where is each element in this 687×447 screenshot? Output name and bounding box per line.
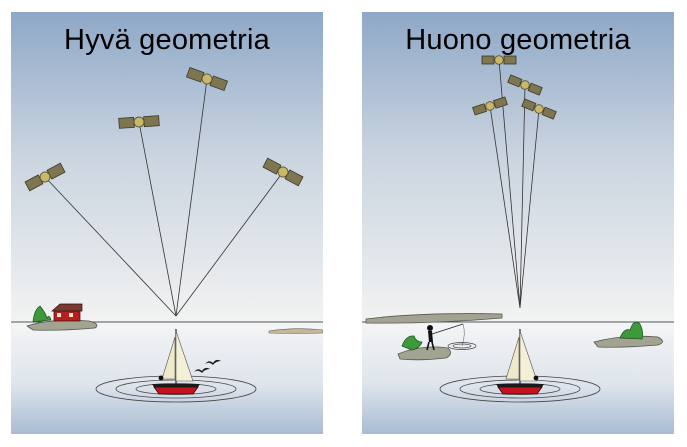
panel-bad-geometry: Huono geometria [362, 12, 674, 434]
signal-lines [44, 78, 284, 317]
island-icon [268, 328, 323, 334]
panel-title: Huono geometria [405, 24, 631, 56]
island-icon [593, 321, 663, 348]
panel-title: Hyvä geometria [64, 24, 270, 56]
good-geometry-scene [11, 12, 323, 434]
island-icon [397, 335, 451, 361]
bad-geometry-scene [362, 12, 674, 434]
house-icon [51, 303, 83, 322]
water-ripples [447, 342, 477, 350]
bird-icon [194, 359, 221, 373]
island-icon [365, 313, 503, 324]
panel-good-geometry: Hyvä geometria [11, 12, 323, 434]
